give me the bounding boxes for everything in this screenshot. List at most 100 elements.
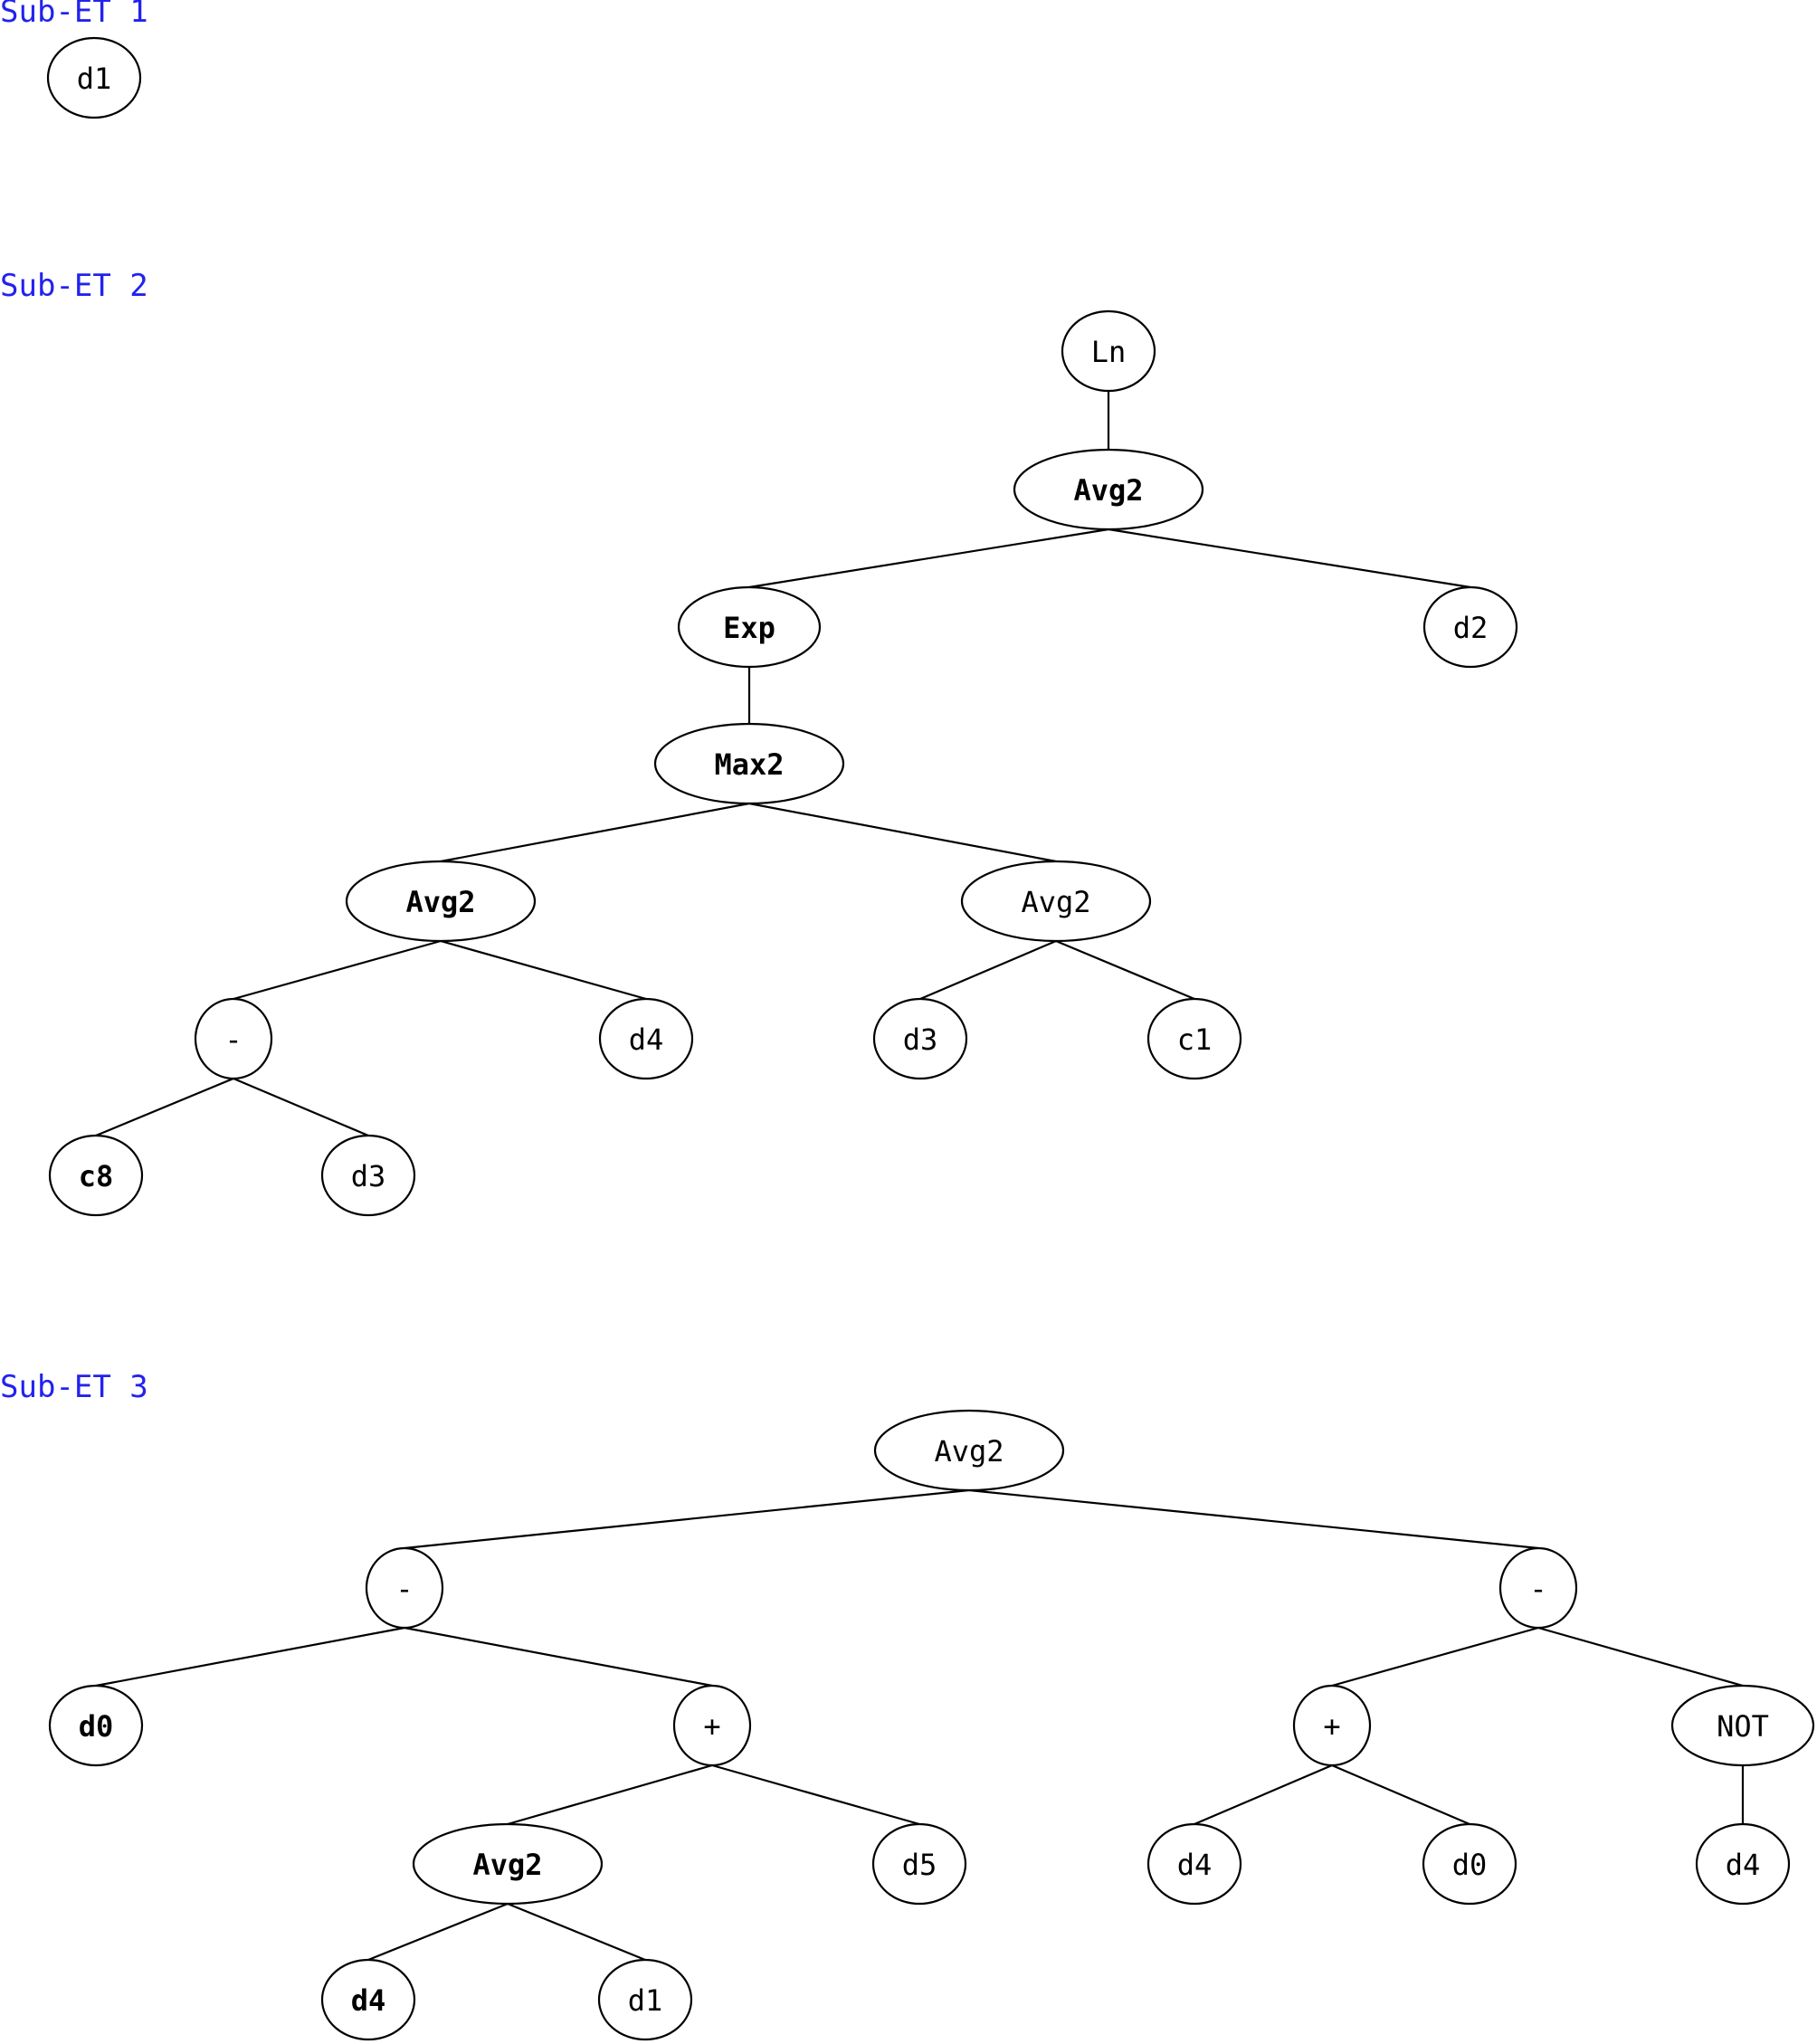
- node-ellipse: [48, 1134, 144, 1217]
- node-label: -: [395, 1572, 413, 1606]
- node-ellipse: [320, 1134, 416, 1217]
- node-label: -: [224, 1022, 242, 1057]
- node-label: -: [1529, 1572, 1546, 1606]
- node-label: c8: [79, 1159, 114, 1193]
- node-ellipse: [1422, 585, 1518, 669]
- tree-node-d4: d4: [320, 1958, 416, 2041]
- node-label: Avg2: [405, 885, 475, 919]
- node-ellipse: [598, 997, 694, 1080]
- tree-edge: [95, 1077, 234, 1137]
- tree-edge: [507, 1902, 646, 1962]
- node-ellipse: [412, 1822, 604, 1906]
- node-label: NOT: [1717, 1709, 1769, 1744]
- tree-edge: [95, 1626, 405, 1687]
- tree-node-d1: d1: [597, 1958, 693, 2041]
- node-label: d4: [1726, 1848, 1761, 1882]
- node-ellipse: [597, 1958, 693, 2041]
- node-ellipse: [46, 36, 142, 119]
- tree-edge: [440, 939, 647, 1001]
- tree-node-avg2: Avg2: [960, 860, 1152, 943]
- tree-node-avg2: Avg2: [412, 1822, 604, 1906]
- node-ellipse: [1146, 1822, 1242, 1906]
- node-label: d0: [1452, 1848, 1488, 1882]
- tree-node-d4: d4: [1146, 1822, 1242, 1906]
- node-label: d1: [628, 1983, 663, 2018]
- tree-edge: [1055, 939, 1195, 1001]
- node-ellipse: [365, 1546, 444, 1630]
- tree-node-op: +: [1292, 1684, 1372, 1767]
- tree-edge: [404, 1626, 713, 1687]
- section-title-3: Sub-ET 3: [0, 1369, 148, 1405]
- node-ellipse: [872, 997, 968, 1080]
- section-title-1: Sub-ET 1: [0, 0, 148, 30]
- tree-node-avg2: Avg2: [345, 860, 537, 943]
- tree-node-d1: d1: [46, 36, 142, 119]
- tree-node-op: -: [194, 997, 273, 1080]
- tree-node-d0: d0: [48, 1684, 144, 1767]
- tree-edge: [404, 1488, 970, 1550]
- node-ellipse: [1013, 448, 1204, 531]
- node-label: Avg2: [472, 1848, 542, 1882]
- tree-edge: [1331, 1764, 1470, 1826]
- tree-node-op: -: [365, 1546, 444, 1630]
- tree-node-d2: d2: [1422, 585, 1518, 669]
- tree-node-op: +: [672, 1684, 752, 1767]
- tree-node-max2: Max2: [653, 722, 845, 805]
- node-ellipse: [1292, 1684, 1372, 1767]
- node-ellipse: [1695, 1822, 1791, 1906]
- tree-edge: [1194, 1764, 1333, 1826]
- tree-node-d0: d0: [1422, 1822, 1517, 1906]
- node-ellipse: [1422, 1822, 1517, 1906]
- node-label: Exp: [723, 611, 775, 645]
- tree-node-d3: d3: [320, 1134, 416, 1217]
- node-ellipse: [672, 1684, 752, 1767]
- tree-node-op: -: [1498, 1546, 1578, 1630]
- node-ellipse: [871, 1822, 967, 1906]
- node-label: d4: [351, 1983, 386, 2018]
- tree-node-ln: Ln: [1061, 309, 1156, 393]
- tree-node-d5: d5: [871, 1822, 967, 1906]
- node-ellipse: [653, 722, 845, 805]
- node-label: Avg2: [934, 1434, 1004, 1469]
- node-ellipse: [345, 860, 537, 943]
- tree-edge: [367, 1902, 509, 1962]
- tree-edge: [1537, 1626, 1744, 1687]
- tree-edge: [1331, 1626, 1539, 1687]
- node-label: Avg2: [1073, 473, 1143, 508]
- tree-node-avg2: Avg2: [1013, 448, 1204, 531]
- node-ellipse: [1061, 309, 1156, 393]
- tree-edge: [748, 802, 1057, 863]
- tree-edge: [507, 1764, 713, 1826]
- tree-node-c1: c1: [1146, 997, 1242, 1080]
- tree-node-d4: d4: [1695, 1822, 1791, 1906]
- node-ellipse: [873, 1409, 1065, 1492]
- tree-node-d3: d3: [872, 997, 968, 1080]
- tree-edge: [748, 528, 1109, 589]
- node-label: d1: [77, 62, 112, 96]
- tree-edge: [919, 939, 1057, 1001]
- tree-edge: [968, 1488, 1539, 1550]
- section-title-2: Sub-ET 2: [0, 268, 148, 304]
- node-ellipse: [677, 585, 822, 669]
- node-label: Avg2: [1021, 885, 1090, 919]
- node-ellipse: [1670, 1684, 1815, 1767]
- node-label: +: [1323, 1709, 1340, 1744]
- node-ellipse: [194, 997, 273, 1080]
- tree-edge: [711, 1764, 920, 1826]
- node-ellipse: [1498, 1546, 1578, 1630]
- node-ellipse: [1146, 997, 1242, 1080]
- tree-node-avg2: Avg2: [873, 1409, 1065, 1492]
- tree-edge: [440, 802, 750, 863]
- node-label: d0: [79, 1709, 114, 1744]
- tree-edge: [233, 939, 442, 1001]
- node-label: d5: [902, 1848, 937, 1882]
- node-label: d4: [1177, 1848, 1213, 1882]
- node-label: d4: [629, 1022, 664, 1057]
- tree-node-not: NOT: [1670, 1684, 1815, 1767]
- tree-node-d4: d4: [598, 997, 694, 1080]
- node-label: d2: [1453, 611, 1489, 645]
- node-label: +: [703, 1709, 720, 1744]
- node-label: d3: [903, 1022, 938, 1057]
- tree-edge: [233, 1077, 369, 1137]
